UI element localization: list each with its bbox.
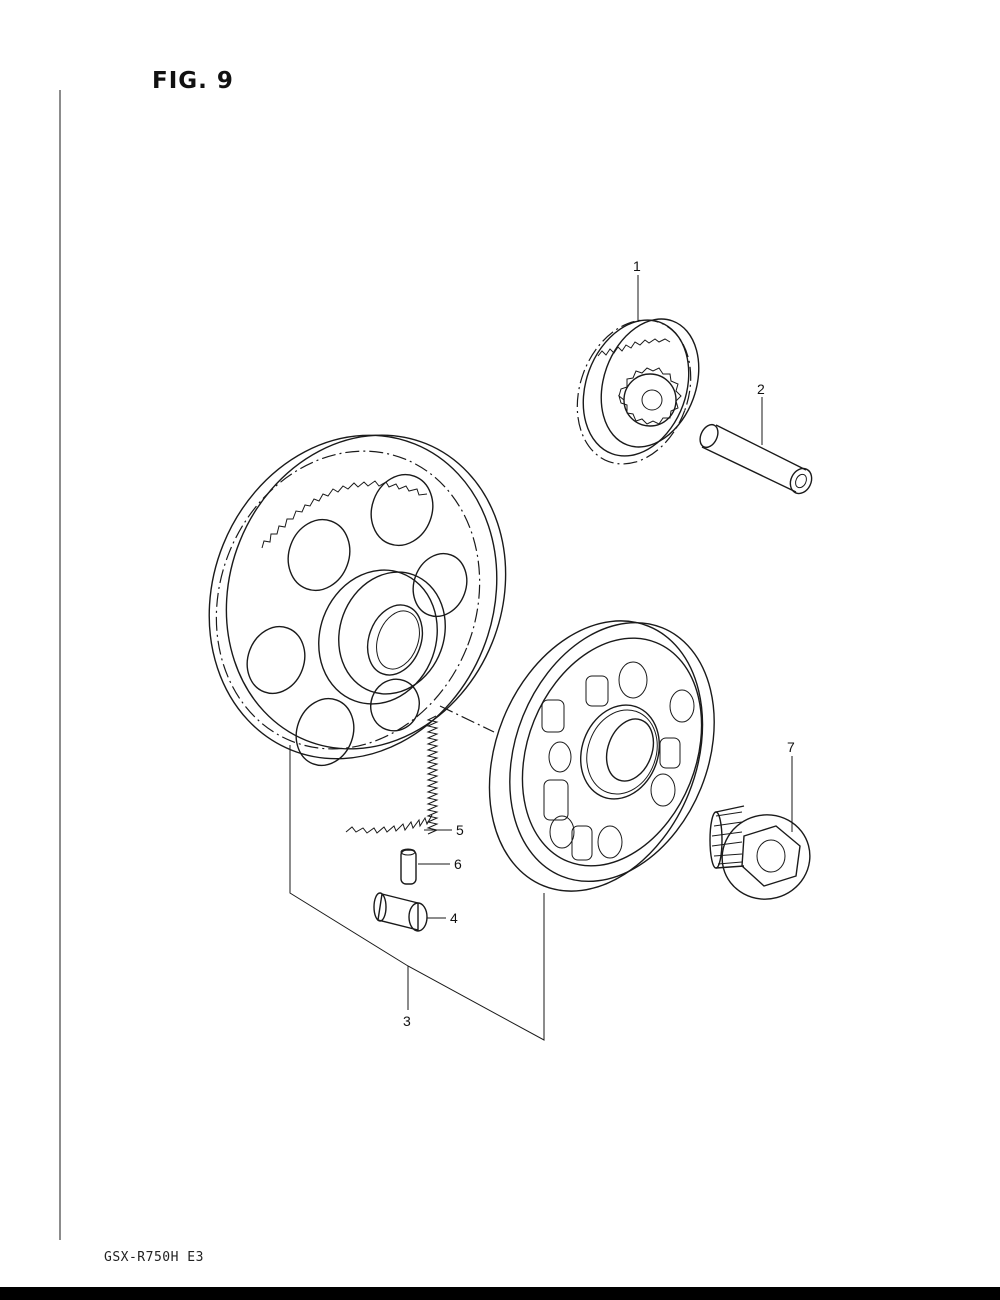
callout-7: 7 — [787, 739, 795, 755]
scan-bottom-bar — [0, 1287, 1000, 1300]
model-code: GSX-R750H E3 — [104, 1250, 204, 1265]
callout-1: 1 — [633, 258, 641, 274]
assembly-axis — [439, 705, 495, 733]
flange-bolt — [709, 805, 811, 900]
callout-4: 4 — [450, 910, 458, 926]
figure-title: FIG. 9 — [152, 68, 234, 94]
idle-gear — [576, 318, 700, 465]
starter-clutch — [488, 620, 715, 892]
roller — [373, 892, 428, 932]
callout-5: 5 — [456, 822, 464, 838]
idle-gear-shaft — [699, 423, 813, 495]
spring-cap — [400, 848, 417, 885]
callout-2: 2 — [757, 381, 765, 397]
starter-driven-gear — [208, 434, 507, 834]
callout-3: 3 — [403, 1013, 411, 1029]
spring — [426, 715, 439, 835]
assembly-bracket — [289, 745, 545, 1041]
callout-6: 6 — [454, 856, 462, 872]
